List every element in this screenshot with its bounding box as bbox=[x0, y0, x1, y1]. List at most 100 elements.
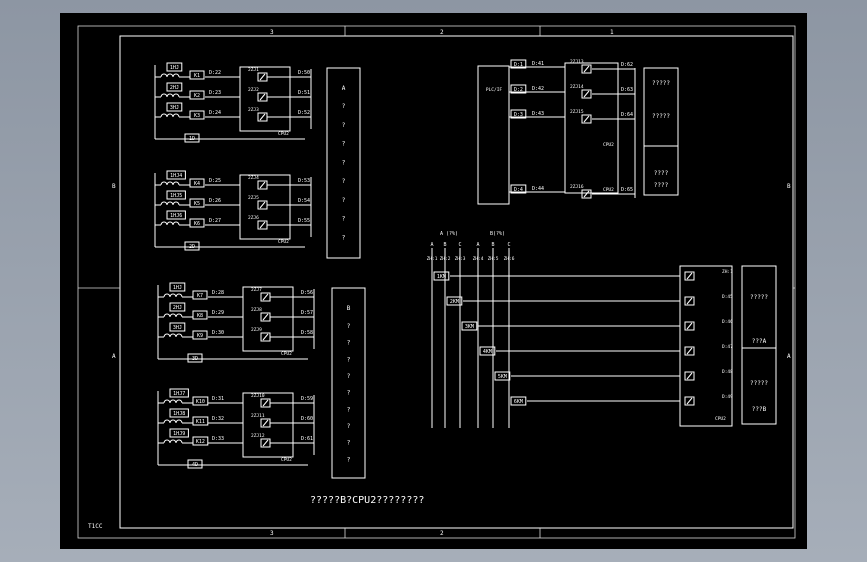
lt-g2-tag-2-box bbox=[189, 218, 205, 228]
lt-g1-relay-1: 2ZJ2 bbox=[248, 87, 259, 93]
lt-g2-relay-2: 2ZJ6 bbox=[248, 215, 259, 221]
lb-g1-relay-frame bbox=[242, 286, 294, 352]
lt-g1-coil-label-0-box bbox=[166, 62, 183, 72]
lb-legend-row-2: ? bbox=[347, 356, 351, 363]
rb-cpu-label: CPU2 bbox=[715, 416, 726, 422]
rb-switch-1: 2KM bbox=[450, 299, 459, 305]
lb-g1-coil-icon-0 bbox=[163, 293, 183, 298]
lt-g1-net-2: D:24 bbox=[209, 110, 221, 116]
lb-g1-net-1: D:29 bbox=[212, 310, 224, 316]
lb-g1-coil-label-0: 1HJ bbox=[173, 285, 182, 291]
lb-g1-tag-2-box bbox=[192, 330, 208, 340]
rb-legend-bottom-1: ???B bbox=[752, 406, 767, 413]
rt-relay-3: 2ZJ16 bbox=[570, 184, 584, 190]
lt-g1-tag-1-box bbox=[189, 90, 205, 100]
rb-contact-1-body bbox=[684, 296, 695, 306]
lb-g1-coil-icon-2 bbox=[163, 333, 183, 338]
lb-legend-row-4: ? bbox=[347, 390, 351, 397]
lt-g2-tag-0-box bbox=[189, 178, 205, 188]
zone-label-left-A: A bbox=[112, 353, 116, 360]
rt-net-1: D:42 bbox=[532, 86, 544, 92]
lb-g2-common-box bbox=[187, 459, 203, 469]
lb-g2-tag-1: K11 bbox=[196, 419, 205, 425]
rb-terminal-letter-1: B bbox=[443, 242, 446, 248]
rt-input-1: D:2 bbox=[514, 87, 523, 93]
rt-cpu-1: CPU2 bbox=[603, 187, 614, 193]
lt-g1-coil-icon-1 bbox=[160, 93, 180, 98]
rt-net-0: D:41 bbox=[532, 61, 544, 67]
lt-legend-row-3: ? bbox=[342, 159, 346, 166]
rt-out-1: D:63 bbox=[621, 87, 633, 93]
lb-g2-relay-0: 2ZJ10 bbox=[251, 393, 265, 399]
rt-contact-0-blade bbox=[583, 65, 590, 73]
lb-g2-relay-1: 2ZJ11 bbox=[251, 413, 265, 419]
rb-contact-5-body bbox=[684, 396, 695, 406]
lb-g1-out-0: D:56 bbox=[301, 290, 313, 296]
lt-g2-out-0: D:53 bbox=[298, 178, 310, 184]
rb-contact-2-blade bbox=[686, 322, 693, 330]
lb-g2-contact-2-blade bbox=[262, 439, 269, 447]
lb-g2-net-0: D:31 bbox=[212, 396, 224, 402]
rt-legend-top-1: ????? bbox=[652, 113, 670, 120]
rb-switch-2-box bbox=[461, 321, 478, 331]
rb-switch-2: 3KM bbox=[465, 324, 474, 330]
lt-g1-coil-icon-0 bbox=[160, 73, 180, 78]
lb-g2-tag-0: K10 bbox=[196, 399, 205, 405]
title-block-text: T1CC bbox=[88, 523, 103, 530]
lt-g1-coil-label-1-box bbox=[166, 82, 183, 92]
lt-g2-common-box bbox=[184, 241, 200, 251]
rt-out-2: D:64 bbox=[621, 112, 633, 118]
rt-relay-frame bbox=[564, 62, 619, 194]
lt-legend-row-2: ? bbox=[342, 141, 346, 148]
rb-bus-title-a: A (?%) bbox=[440, 231, 458, 237]
lb-g1-out-2: D:58 bbox=[301, 330, 313, 336]
lt-g2-relay-frame bbox=[239, 174, 291, 240]
lt-g2-coil-icon-1 bbox=[160, 201, 180, 206]
lb-g1-relay-1: 2ZJ8 bbox=[251, 307, 262, 313]
rt-input-3-box bbox=[510, 184, 527, 194]
rb-relay-code-4: D:48 bbox=[722, 369, 733, 375]
rt-input-0-box bbox=[510, 59, 527, 69]
lt-legend-frame bbox=[326, 67, 361, 259]
lb-legend: B????????? bbox=[331, 287, 366, 479]
lb-g2-out-0: D:59 bbox=[301, 396, 313, 402]
lt-g1-coil-label-1: 2HJ bbox=[170, 85, 179, 91]
zone-label-top-2: 2 bbox=[440, 29, 444, 36]
rb-switch-4-box bbox=[494, 371, 511, 381]
lt-g2-coil-label-0-box bbox=[166, 170, 186, 180]
drawing-caption: ?????B?CPU2???????? bbox=[310, 495, 424, 506]
lt-g2-coil-label-2-box bbox=[166, 210, 186, 220]
rb-switch-4: 5KM bbox=[498, 374, 507, 380]
lt-g1-common-box bbox=[184, 133, 200, 143]
rt-contact-1-body bbox=[581, 89, 592, 99]
rt-input-2-box bbox=[510, 109, 527, 119]
lb-g1-contact-2-blade bbox=[262, 333, 269, 341]
rt-input-2: D:3 bbox=[514, 112, 523, 118]
lt-g1-relay-2: 2ZJ3 bbox=[248, 107, 259, 113]
rt-net-3: D:44 bbox=[532, 186, 544, 192]
lb-g2-tag-1-box bbox=[192, 416, 209, 426]
zone-label-right-B: B bbox=[787, 183, 791, 190]
rt-cpu-0: CPU2 bbox=[603, 142, 614, 148]
rt-out-0: D:62 bbox=[621, 62, 633, 68]
rb-switch-5-box bbox=[510, 396, 527, 406]
lt-g1-tag-2-box bbox=[189, 110, 205, 120]
lb-g1-tag-1: K8 bbox=[197, 313, 203, 319]
lt-g1-tag-0: K1 bbox=[194, 73, 200, 79]
lt-g2-relay-0: 2ZJ4 bbox=[248, 175, 259, 181]
lb-legend-frame bbox=[331, 287, 366, 479]
lb-g1-common-box bbox=[187, 353, 203, 363]
rt-legend-bottom-1: ???? bbox=[654, 182, 669, 189]
lt-g2-common: 2D bbox=[189, 244, 195, 250]
lb-g2-net-2: D:33 bbox=[212, 436, 224, 442]
lb-g2-net-1: D:32 bbox=[212, 416, 224, 422]
lt-legend-row-5: ? bbox=[342, 197, 346, 204]
lt-g1-contact-2-blade bbox=[259, 113, 266, 121]
lt-g2-tag-2: K6 bbox=[194, 221, 200, 227]
rt-out-3: D:65 bbox=[621, 187, 633, 193]
lt-g2-coil-icon-0 bbox=[160, 181, 180, 186]
rb-legend-bottom-0: ????? bbox=[750, 380, 768, 387]
lt-legend-row-1: ? bbox=[342, 122, 346, 129]
lt-g2-tag-0: K4 bbox=[194, 181, 200, 187]
